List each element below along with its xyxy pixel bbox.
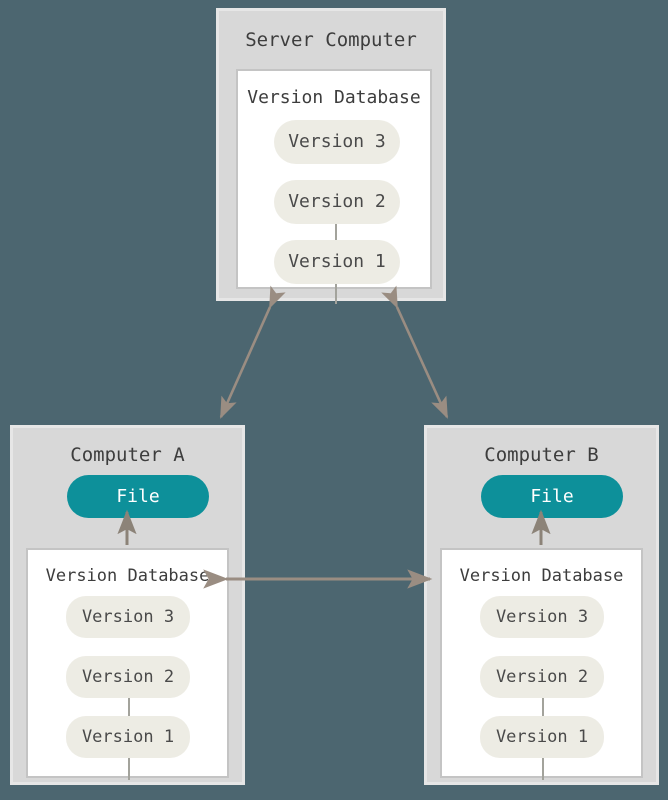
computer-a-panel[interactable]: Computer A File Version Database Version… bbox=[10, 425, 245, 785]
computer-b-panel[interactable]: Computer B File Version Database Version… bbox=[424, 425, 659, 785]
arrow-server-computer-a bbox=[219, 285, 286, 419]
server-version-pill-1[interactable]: Version 1 bbox=[274, 240, 400, 284]
computer-b-version-pill-2[interactable]: Version 2 bbox=[480, 656, 604, 698]
computer-a-title: Computer A bbox=[70, 444, 185, 466]
computer-b-pill-connector-2-1 bbox=[542, 758, 544, 780]
server-version-database-title: Version Database bbox=[247, 87, 421, 108]
server-pill-connector-3-2 bbox=[335, 224, 337, 244]
computer-b-file-pill[interactable]: File bbox=[481, 475, 623, 518]
computer-a-version-database-box[interactable]: Version Database Version 3 Version 2 Ver… bbox=[26, 548, 229, 780]
computer-a-version-pill-2[interactable]: Version 2 bbox=[66, 656, 190, 698]
computer-b-version-pill-3[interactable]: Version 3 bbox=[480, 596, 604, 638]
computer-b-pill-connector-3-2 bbox=[542, 698, 544, 720]
server-computer-panel[interactable]: Server Computer Version Database Version… bbox=[216, 8, 446, 304]
server-version-pill-3[interactable]: Version 3 bbox=[274, 120, 400, 164]
computer-b-version-database-title: Version Database bbox=[459, 566, 624, 586]
computer-a-version-pill-3[interactable]: Version 3 bbox=[66, 596, 190, 638]
computer-a-pill-connector-3-2 bbox=[128, 698, 130, 720]
server-version-database-box[interactable]: Version Database Version 3 Version 2 Ver… bbox=[236, 69, 432, 304]
computer-a-pill-connector-2-1 bbox=[128, 758, 130, 780]
computer-a-version-pill-1[interactable]: Version 1 bbox=[66, 716, 190, 758]
server-computer-title: Server Computer bbox=[245, 29, 417, 51]
server-version-pill-2[interactable]: Version 2 bbox=[274, 180, 400, 224]
computer-b-version-database-box[interactable]: Version Database Version 3 Version 2 Ver… bbox=[440, 548, 643, 780]
computer-a-version-database-title: Version Database bbox=[45, 566, 210, 586]
server-pill-connector-2-1 bbox=[335, 284, 337, 304]
arrow-server-computer-b bbox=[381, 285, 449, 419]
computer-b-version-pill-1[interactable]: Version 1 bbox=[480, 716, 604, 758]
computer-b-title: Computer B bbox=[484, 444, 599, 466]
computer-a-file-pill[interactable]: File bbox=[67, 475, 209, 518]
